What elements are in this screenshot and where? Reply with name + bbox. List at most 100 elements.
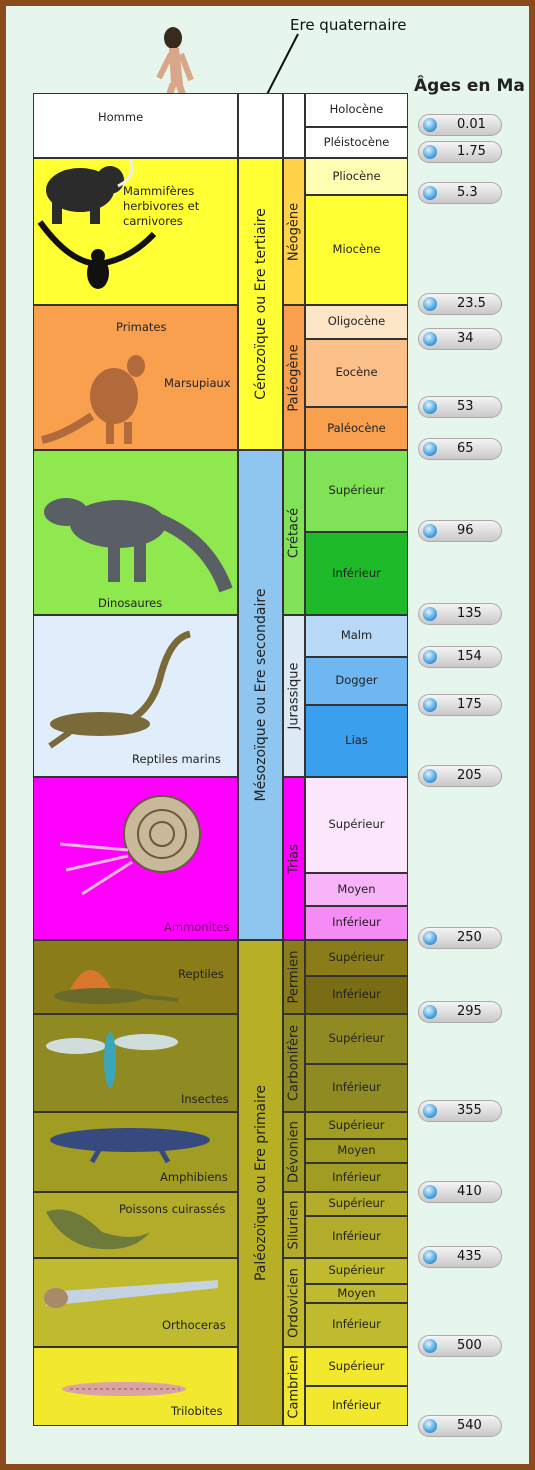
orthoceras-icon xyxy=(42,1272,222,1312)
epoch-holocene: Holocène xyxy=(305,93,408,127)
epoch-devon-inferieur: Inférieur xyxy=(305,1163,408,1192)
age-value: 1.75 xyxy=(457,144,486,159)
epoch-permien-superieur: Supérieur xyxy=(305,940,408,976)
era-cenozoic-label: Cénozoïque ou Ere tertiaire xyxy=(253,208,269,399)
age-marker-icon xyxy=(423,332,437,346)
age-value: 295 xyxy=(457,1004,482,1019)
system-permien-label: Permien xyxy=(287,950,302,1003)
epoch-trias-inferieur: Inférieur xyxy=(305,906,408,940)
epoch-silur-inferieur: Inférieur xyxy=(305,1216,408,1258)
era-quaternary xyxy=(238,93,283,158)
armored-fish-icon xyxy=(42,1202,152,1254)
age-pill: 500 xyxy=(418,1335,502,1357)
fauna-amphibiens-label: Amphibiens xyxy=(160,1170,228,1185)
amphibian-icon xyxy=(40,1116,230,1166)
age-pill: 410 xyxy=(418,1181,502,1203)
epoch-silur-superieur: Supérieur xyxy=(305,1192,408,1216)
system-ordovicien: Ordovicien xyxy=(283,1258,305,1347)
system-neogene: Néogène xyxy=(283,158,305,305)
epoch-dogger: Dogger xyxy=(305,657,408,705)
age-value: 53 xyxy=(457,399,474,414)
age-value: 355 xyxy=(457,1103,482,1118)
fauna-homme-label: Homme xyxy=(98,110,143,125)
epoch-ordo-inferieur: Inférieur xyxy=(305,1303,408,1347)
epoch-carbo-superieur: Supérieur xyxy=(305,1014,408,1064)
epoch-oligocene: Oligocène xyxy=(305,305,408,339)
age-pill: 154 xyxy=(418,646,502,668)
epoch-cretace-superieur: Supérieur xyxy=(305,450,408,532)
dimetrodon-icon xyxy=(40,950,180,1012)
age-value: 540 xyxy=(457,1418,482,1433)
epoch-permien-inferieur: Inférieur xyxy=(305,976,408,1014)
fauna-insectes-label: Insectes xyxy=(181,1092,229,1107)
age-pill: 250 xyxy=(418,927,502,949)
epoch-devon-moyen: Moyen xyxy=(305,1139,408,1163)
age-marker-icon xyxy=(423,297,437,311)
age-value: 135 xyxy=(457,606,482,621)
system-jurassique-label: Jurassique xyxy=(287,662,302,729)
system-devonien: Dévonien xyxy=(283,1112,305,1192)
fauna-quaternary xyxy=(33,93,238,158)
epoch-miocene: Miocène xyxy=(305,195,408,305)
fauna-primates-label: Primates xyxy=(116,320,166,335)
age-value: 5.3 xyxy=(457,185,478,200)
system-silurien: Silurien xyxy=(283,1192,305,1258)
age-value: 23.5 xyxy=(457,296,486,311)
trilobite-icon xyxy=(60,1378,190,1400)
age-marker-icon xyxy=(423,1185,437,1199)
epoch-devon-superieur: Supérieur xyxy=(305,1112,408,1139)
age-marker-icon xyxy=(423,1005,437,1019)
ammonite-icon xyxy=(52,790,202,900)
era-mesozoic-label: Mésozoïque ou Ere secondaire xyxy=(253,589,269,802)
age-marker-icon xyxy=(423,118,437,132)
dragonfly-icon xyxy=(42,1020,182,1090)
age-marker-icon xyxy=(423,442,437,456)
age-pill: 53 xyxy=(418,396,502,418)
system-carbonifere-label: Carbonifère xyxy=(287,1025,302,1101)
system-quaternary xyxy=(283,93,305,158)
epoch-trias-superieur: Supérieur xyxy=(305,777,408,873)
system-trias: Trias xyxy=(283,777,305,940)
epoch-pliocene: Pliocène xyxy=(305,158,408,195)
age-pill: 65 xyxy=(418,438,502,460)
system-trias-label: Trias xyxy=(287,844,302,874)
mammoth-icon xyxy=(38,156,138,226)
epoch-ordo-superieur: Supérieur xyxy=(305,1258,408,1284)
gibbon-icon xyxy=(36,218,156,298)
age-value: 154 xyxy=(457,649,482,664)
fauna-reptiles-label: Reptiles xyxy=(178,967,224,982)
age-value: 410 xyxy=(457,1184,482,1199)
epoch-ordo-moyen: Moyen xyxy=(305,1284,408,1303)
dinosaur-icon xyxy=(38,490,228,594)
age-pill: 540 xyxy=(418,1415,502,1437)
age-pill: 205 xyxy=(418,765,502,787)
system-paleogene-label: Paléogène xyxy=(287,344,302,411)
system-carbonifere: Carbonifère xyxy=(283,1014,305,1112)
system-neogene-label: Néogène xyxy=(287,202,302,260)
age-value: 205 xyxy=(457,768,482,783)
kangaroo-icon xyxy=(42,352,162,448)
age-marker-icon xyxy=(423,1339,437,1353)
age-pill: 435 xyxy=(418,1246,502,1268)
era-mesozoic: Mésozoïque ou Ere secondaire xyxy=(238,450,283,940)
system-cambrien: Cambrien xyxy=(283,1347,305,1426)
age-pill: 96 xyxy=(418,520,502,542)
age-pill: 1.75 xyxy=(418,141,502,163)
age-marker-icon xyxy=(423,607,437,621)
age-pill: 175 xyxy=(418,694,502,716)
epoch-malm: Malm xyxy=(305,615,408,657)
age-value: 65 xyxy=(457,441,474,456)
fauna-marsupiaux-label: Marsupiaux xyxy=(164,376,231,391)
quaternary-label: Ere quaternaire xyxy=(290,16,406,34)
system-cretace-label: Crétacé xyxy=(287,507,302,557)
age-pill: 23.5 xyxy=(418,293,502,315)
era-cenozoic: Cénozoïque ou Ere tertiaire xyxy=(238,158,283,450)
epoch-paleocene: Paléocène xyxy=(305,407,408,450)
age-marker-icon xyxy=(423,1250,437,1264)
system-cambrien-label: Cambrien xyxy=(287,1355,302,1418)
age-marker-icon xyxy=(423,650,437,664)
age-marker-icon xyxy=(423,186,437,200)
age-marker-icon xyxy=(423,769,437,783)
age-pill: 5.3 xyxy=(418,182,502,204)
